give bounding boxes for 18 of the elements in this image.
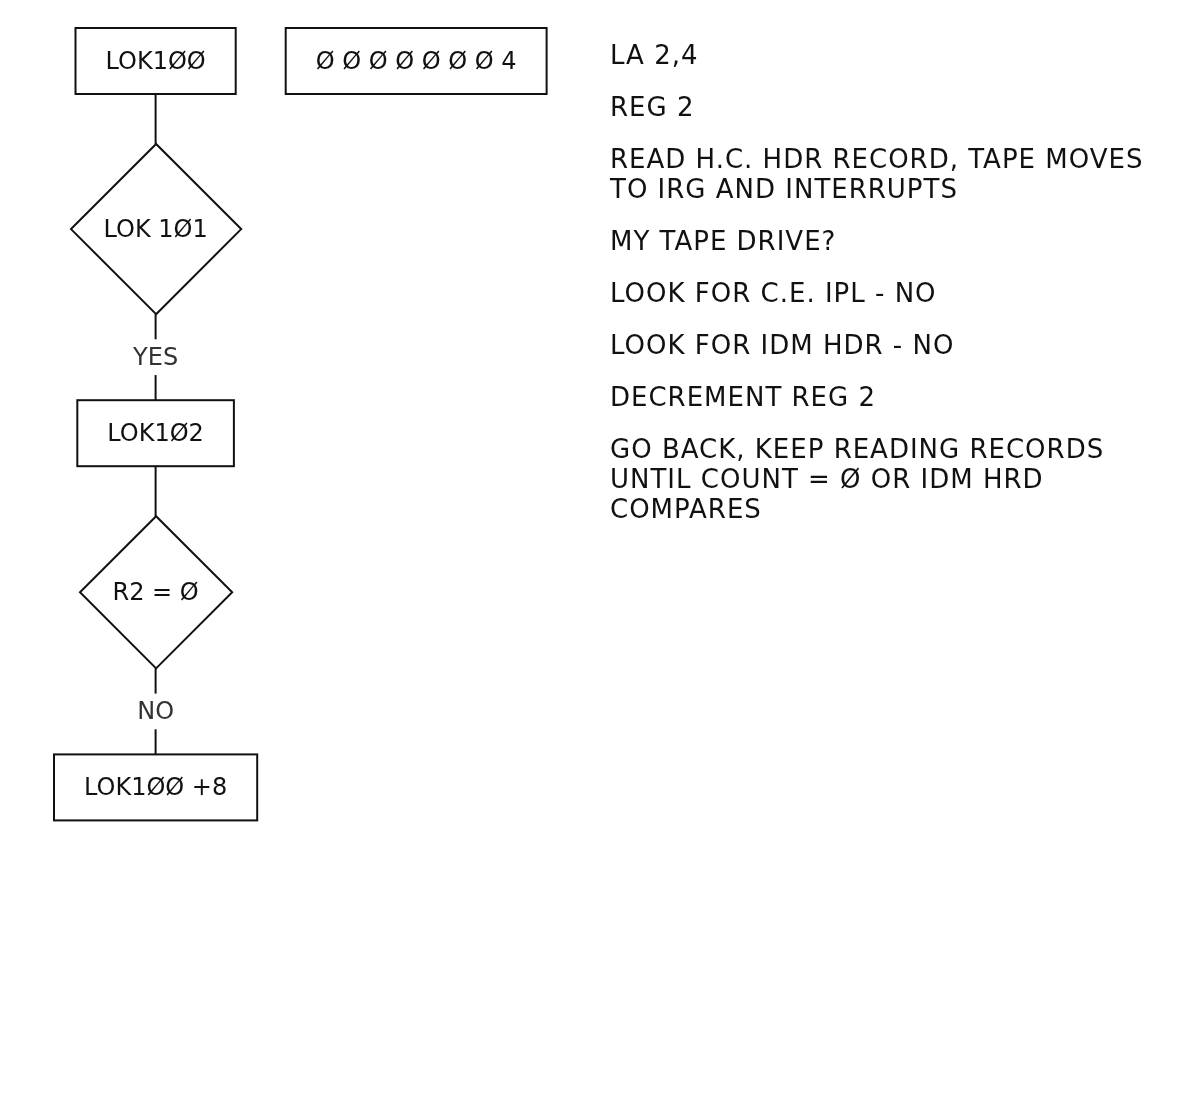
note-text: MY TAPE DRIVE?	[610, 226, 838, 256]
note-text: READ H.C. HDR RECORD, TAPE MOVES TO IRG AND INTERRUPTS	[610, 144, 1145, 204]
note-text: GO BACK, KEEP READING RECORDS UNTIL COUNT = Ø OR IDM HRD COMPARES	[610, 434, 1106, 524]
connector	[154, 465, 157, 518]
note-text: REG 2	[610, 92, 696, 122]
node-diamond: R2 = Ø	[78, 514, 234, 670]
note-text: LOOK FOR C.E. IPL - NO	[610, 278, 938, 308]
node-box: LOK1ØØ +8	[52, 753, 258, 822]
note-text: LOOK FOR IDM HDR - NO	[610, 330, 956, 360]
note-text: LA 2,4	[610, 40, 700, 70]
node-box: Ø Ø Ø Ø Ø Ø Ø 4	[284, 27, 548, 95]
node-box: LOK1ØØ	[74, 27, 237, 95]
edge-label: NO	[136, 697, 174, 726]
connector	[154, 93, 157, 145]
note-text: DECREMENT REG 2	[610, 382, 877, 412]
node-box: LOK1Ø2	[76, 399, 235, 468]
edge-label: YES	[132, 343, 178, 372]
node-diamond: LOK 1Ø1	[69, 142, 243, 316]
